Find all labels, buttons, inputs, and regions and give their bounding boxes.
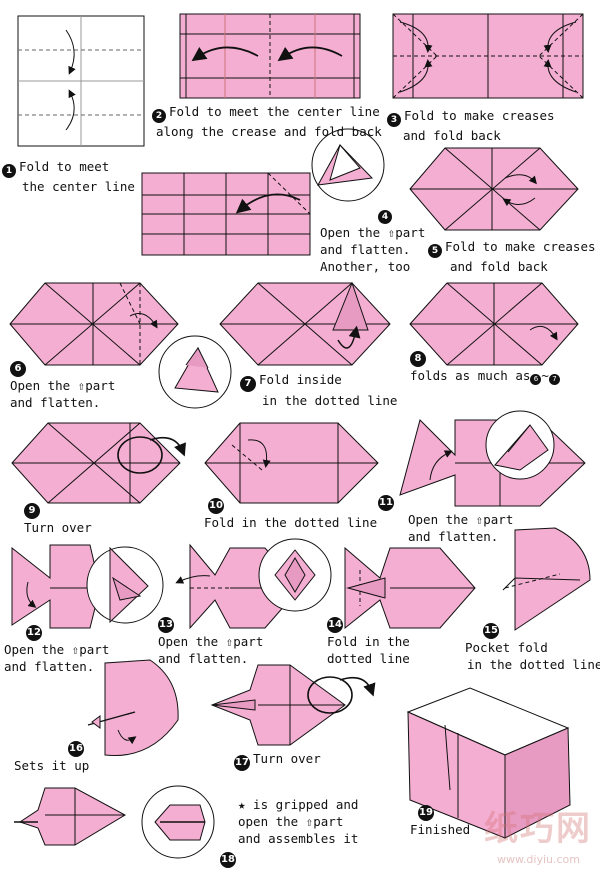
step-5-diagram	[409, 147, 579, 231]
step-3-diagram	[392, 13, 584, 99]
step-2-diagram	[179, 13, 361, 99]
step-1-line-1: Fold to meet	[19, 159, 110, 174]
step-14-instruction: 14 Fold in the dotted line	[327, 612, 410, 667]
step-4-diagram	[141, 128, 385, 256]
step-8-range-sep: ~	[541, 368, 549, 383]
step-11-instruction: 11 Open the ⇧part and flatten.	[378, 490, 513, 545]
step-3-line-1: Fold to make creases	[404, 108, 555, 123]
step-number-badge: 7	[240, 376, 256, 392]
step-12-diagram	[11, 544, 164, 629]
step-number-badge: 13	[158, 617, 174, 633]
step-6-line-1: Open the ⇧part	[10, 378, 116, 393]
step-number-badge: 2	[152, 109, 166, 123]
step-10-line-1: Fold in the dotted line	[204, 515, 378, 530]
step-2-line-2: along the crease and fold back	[156, 124, 382, 139]
step-18-line-1: ★ is gripped and	[238, 797, 359, 812]
step-16-line-1: Sets it up	[14, 758, 90, 773]
step-4-instruction: 4 Open the ⇧part and flatten. Another, t…	[320, 204, 425, 275]
step-10-diagram	[204, 422, 379, 504]
step-13-instruction: 13 Open the ⇧part and flatten.	[158, 612, 263, 667]
step-number-badge: 16	[68, 741, 84, 757]
step-16-instruction: 16 Sets it up	[14, 736, 89, 774]
step-number-badge: 15	[483, 623, 499, 639]
step-number-badge: 14	[327, 617, 343, 633]
step-12-line-2: and flatten.	[4, 659, 95, 674]
step-1-line-2: the center line	[22, 179, 135, 194]
step-17-line-1: Turn over	[253, 751, 321, 766]
step-number-badge: 12	[26, 625, 42, 641]
step-number-badge: 4	[378, 210, 392, 224]
step-3-line-2: and fold back	[403, 128, 501, 143]
step-8-range-to: 7	[548, 374, 560, 385]
step-12-line-1: Open the ⇧part	[4, 642, 110, 657]
step-8-diagram	[409, 282, 579, 366]
step-11-diagram	[399, 410, 586, 507]
step-4-line-1: Open the ⇧part	[320, 225, 426, 240]
step-4-line-3: Another, too	[320, 259, 411, 274]
step-2-line-1: Fold to meet the center line	[169, 104, 380, 119]
step-8-line-1: folds as much as	[410, 368, 531, 383]
step-14-line-1: Fold in the	[327, 634, 410, 649]
step-9-line-1: Turn over	[24, 520, 92, 535]
step-number-badge: 8	[410, 351, 426, 367]
step-18-diagram	[14, 785, 215, 859]
step-11-line-1: Open the ⇧part	[408, 512, 514, 527]
step-18-instruction: ★ is gripped and open the ⇧part and asse…	[220, 796, 359, 868]
step-number-badge: 19	[418, 805, 434, 821]
step-19-instruction: 19 Finished	[410, 800, 470, 838]
step-14-line-2: dotted line	[327, 651, 410, 666]
step-number-badge: 3	[387, 113, 401, 127]
watermark-logo: 纸巧网	[484, 809, 592, 849]
step-18-line-2: open the ⇧part	[238, 814, 344, 829]
step-number-badge: 11	[378, 495, 394, 511]
step-number-badge: 10	[208, 498, 224, 514]
step-12-instruction: 12 Open the ⇧part and flatten.	[4, 620, 109, 675]
step-number-badge: 5	[428, 244, 442, 258]
step-number-badge: 17	[234, 755, 250, 771]
step-10-instruction: 10 Fold in the dotted line	[204, 493, 377, 531]
step-19-line-1: Finished	[410, 822, 471, 837]
step-14-diagram	[344, 546, 476, 630]
step-5-line-2: and fold back	[450, 259, 548, 274]
step-11-line-2: and flatten.	[408, 529, 499, 544]
step-6-line-2: and flatten.	[10, 395, 101, 410]
step-17-diagram	[210, 664, 376, 746]
step-5-line-1: Fold to make creases	[445, 239, 596, 254]
step-8-range-from: 6	[530, 374, 542, 385]
step-7-diagram	[219, 281, 391, 366]
step-9-diagram	[11, 422, 186, 504]
step-number-badge: 9	[24, 503, 40, 519]
step-7-line-1: Fold inside	[259, 372, 342, 387]
step-7-line-2: in the dotted line	[262, 393, 398, 408]
step-15-line-1: Pocket fold	[465, 640, 548, 655]
step-13-diagram	[175, 538, 332, 630]
step-15-diagram	[502, 527, 591, 631]
step-13-line-2: and flatten.	[158, 651, 249, 666]
step-15-line-2: in the dotted line	[467, 657, 600, 672]
step-6-instruction: 6 Open the ⇧part and flatten.	[10, 356, 115, 411]
step-number-badge: 1	[2, 164, 16, 178]
step-9-instruction: 9 Turn over	[24, 498, 92, 536]
step-6-diagram	[9, 282, 232, 409]
step-1-diagram	[17, 15, 145, 147]
step-15-instruction: 15 Pocket fold in the dotted line	[465, 618, 600, 673]
step-16-diagram	[87, 659, 179, 757]
step-18-line-3: and assembles it	[238, 831, 359, 846]
step-number-badge: 18	[220, 852, 236, 868]
step-number-badge: 6	[10, 361, 26, 377]
watermark-url: www.diyiu.com	[496, 853, 580, 866]
step-13-line-1: Open the ⇧part	[158, 634, 264, 649]
step-4-line-2: and flatten.	[320, 242, 411, 257]
